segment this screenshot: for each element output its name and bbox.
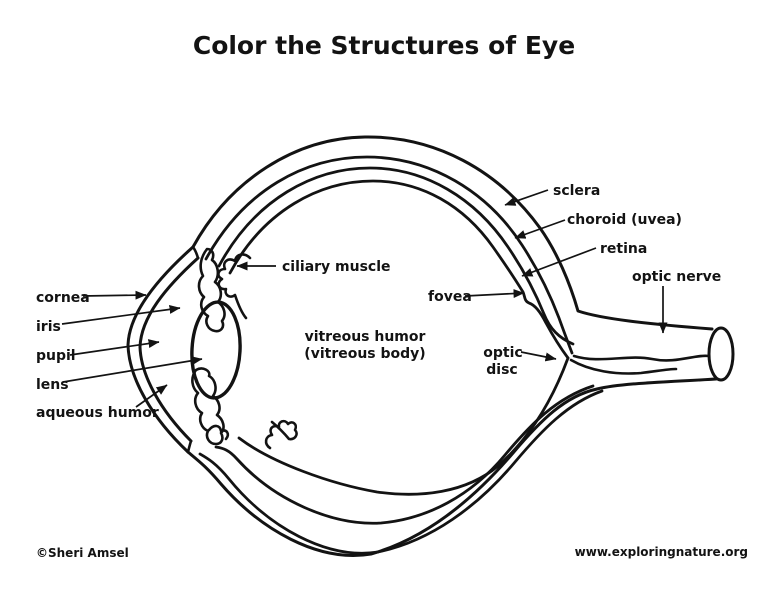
ciliary-muscle-top-squiggle (217, 253, 252, 320)
label-optic-disc-line2: disc (486, 362, 517, 378)
label-aqueous-humor: aqueous humor (36, 405, 159, 421)
label-optic-disc-line1: optic (483, 345, 522, 361)
iris-pointer-line (61, 304, 181, 325)
label-ciliary-muscle: ciliary muscle (282, 259, 391, 275)
sclera-inner-top-line (204, 155, 574, 355)
lens-outline (190, 300, 242, 400)
website-text: www.exploringnature.org (575, 545, 748, 559)
ciliary-muscle-bottom-squiggle (264, 419, 298, 450)
lens-pointer-line (62, 356, 203, 383)
choroid-pointer-line (514, 219, 566, 239)
text-layer: Color the Structures of Eye cornea iris … (36, 31, 748, 560)
retina-inner-top-line-with-fovea (228, 179, 570, 360)
sclera-outer-bottom-line (186, 377, 718, 557)
label-choroid-uvea: choroid (uvea) (567, 212, 682, 228)
sclera-inner-bottom-line (198, 389, 604, 555)
fovea-pointer-line (464, 289, 525, 299)
label-retina: retina (600, 241, 647, 257)
cornea-outer-line (126, 245, 195, 454)
label-sclera: sclera (553, 183, 600, 199)
cornea-pointer-line (82, 290, 147, 300)
credit-text: ©Sheri Amsel (36, 546, 129, 560)
page-title: Color the Structures of Eye (193, 31, 575, 60)
choroid-inner-bottom-line (214, 384, 595, 525)
aqueous-humor-pointer-line (135, 384, 168, 408)
retina-pointer-line (521, 247, 597, 277)
cornea-junction-top-tick (191, 245, 200, 260)
ciliary-process-bottom-squiggle (207, 424, 230, 441)
pointer-lines (61, 189, 668, 408)
label-lens: lens (36, 377, 69, 393)
optic-nerve-end-cap (707, 326, 735, 382)
iris-top-body (197, 247, 226, 333)
label-cornea: cornea (36, 290, 90, 306)
cornea-inner-line (138, 256, 200, 443)
retina-inner-bottom-line (237, 356, 570, 496)
label-optic-nerve: optic nerve (632, 269, 721, 285)
optic-disc-pointer-line (520, 351, 557, 362)
label-pupil: pupil (36, 348, 76, 364)
label-iris: iris (36, 319, 61, 335)
eye-drawing (126, 135, 735, 557)
choroid-inner-top-line (217, 166, 575, 346)
sclera-pointer-line (504, 189, 549, 206)
cornea-junction-bottom-tick (186, 439, 193, 454)
label-vitreous-humor-line2: (vitreous body) (304, 346, 425, 362)
optic-disc-inner-line (569, 358, 678, 375)
iris-bottom-body (191, 367, 225, 446)
sclera-outer-top-line (191, 135, 714, 331)
label-fovea: fovea (428, 289, 472, 305)
label-vitreous-humor-line1: vitreous humor (305, 329, 426, 345)
pupil-pointer-line (69, 339, 160, 356)
optic-nerve-central-line (572, 354, 711, 362)
